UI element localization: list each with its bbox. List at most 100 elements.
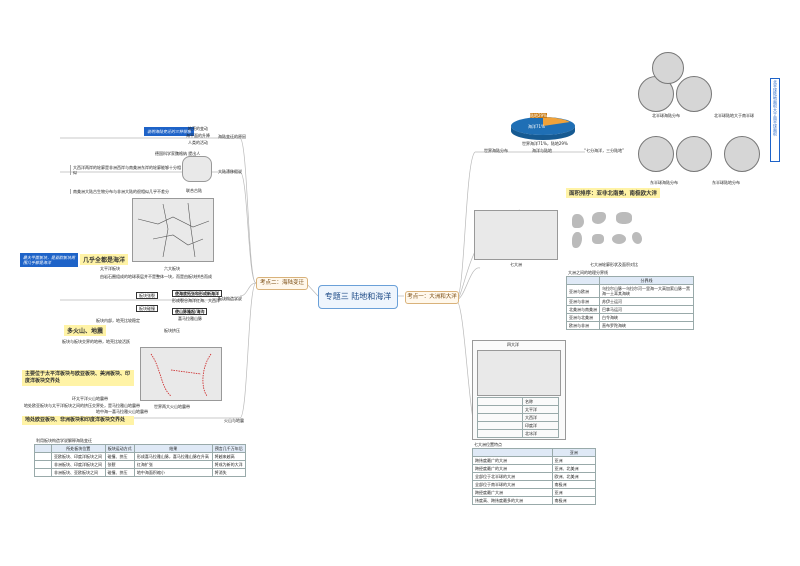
label-causes: 海陆变迁的原因 <box>218 134 246 139</box>
pangaea-map <box>182 156 212 182</box>
boundary-sub: 板块与板块交界的地带，地壳比较活跃 <box>62 339 130 344</box>
position-table: 亚洲 跨纬度最广的大洲亚洲 跨经度最广的大洲亚洲、北美洲 全部位于北半球的大洲欧… <box>472 448 596 505</box>
table-row: 非洲板块、亚欧板块之间 碰撞、挤压 地中海面积缩小 将消失 <box>34 468 247 477</box>
table-cell: 将越来越高 <box>211 452 247 461</box>
table-cell: 非洲板块、亚欧板块之间 <box>51 468 106 477</box>
table-cell: 亚洲与欧洲 <box>566 284 600 298</box>
table-cell: 亚洲与非洲 <box>566 297 600 306</box>
table-cell: 全部位于北半球的大洲 <box>472 472 553 481</box>
globe-west <box>676 136 712 172</box>
volcano-ring-label: 环太平洋火山地震带 <box>72 396 108 401</box>
volcano-box-2: 地处欧亚板块、非洲板块和印度洋板块交界处 <box>22 416 134 425</box>
table-header <box>566 276 600 285</box>
center-topic[interactable]: 专题三 陆地和海洋 <box>318 285 398 309</box>
table-row: 纬度高、跨纬度最多的大洲南极洲 <box>472 496 596 505</box>
table-row: 大西洋 <box>477 413 559 422</box>
world-sea-land-label: 世界海陆分布 <box>484 148 508 153</box>
table-header: 名称 <box>522 397 559 406</box>
drift-note-2: 南美洲大陆古生物分布与非洲大陆的很相似几乎不差分 <box>70 189 181 194</box>
table-cell: 非洲板块、印度洋板块之间 <box>51 460 106 469</box>
plate-table: 所处板块位置 板块运动方式 结果 预言几千万年后 亚欧板块、印度洋板块之间 碰撞… <box>34 444 247 477</box>
continent-table-caption: 大洲之间的地理分界线 <box>568 270 608 275</box>
table-row: 北冰洋 <box>477 429 559 438</box>
ocean-table: 名称 太平洋 大西洋 印度洋 北冰洋 <box>477 397 559 438</box>
table-cell: 南极洲 <box>551 496 596 505</box>
table-row: 亚洲与北美洲 白令海峡 <box>566 313 694 322</box>
label-plate-tectonics: 板块构造学说 <box>218 296 242 301</box>
table-cell: 北美洲与南美洲 <box>566 305 600 314</box>
table-cell: 大西洋 <box>522 413 559 422</box>
table-row: 亚洲与非洲 苏伊士运河 <box>566 297 694 306</box>
globe-caption-3: 东半球陆地分布 <box>712 180 740 185</box>
continent-table: 分界线 亚洲与欧洲 乌拉尔山脉—乌拉尔河—里海—大高加索山脉—黑海—土耳其海峡 … <box>566 276 694 330</box>
table-cell: 北冰洋 <box>522 429 559 438</box>
plate-result-5: 喜马拉雅山脉 <box>178 316 202 321</box>
cause-2: 海平面的升降 <box>186 133 210 138</box>
table-cell: 巴拿马运河 <box>599 305 694 314</box>
evidence-box: 说明海陆变迁的三种现象 <box>144 127 194 136</box>
table-row: 全部位于北半球的大洲欧洲、北美洲 <box>472 472 596 481</box>
pangaea-label: 联合古陆 <box>186 188 202 193</box>
plate-table-header: 预言几千万年后 <box>211 444 247 453</box>
table-cell: 乌拉尔山脉—乌拉尔河—里海—大高加索山脉—黑海—土耳其海峡 <box>599 284 694 298</box>
eurasia-note: 地处欧亚板块与太平洋板块之间的挤压交界处，是马拉雅山地震带 <box>24 403 140 408</box>
table-cell: 碰撞、挤压 <box>104 468 135 477</box>
table-cell: 全部位于南半球的大洲 <box>472 480 553 489</box>
globe-east <box>638 136 674 172</box>
volcano-belt-label: 地中海一喜马拉雅火山地震带 <box>96 409 148 414</box>
plate-result-1: 使海底拓张和形成新海洋 <box>172 290 222 297</box>
plate-move-collide: 板块碰撞 <box>136 305 158 312</box>
label-drift: 大陆漂移假说 <box>218 169 242 174</box>
table-cell: 亚洲与北美洲 <box>566 313 600 322</box>
continent-shape <box>592 234 604 244</box>
ratio-text: “七分海洋，三分陆地” <box>584 148 625 153</box>
hemisphere-n-label: 北半球陆地大于南半球 <box>714 113 754 118</box>
table-cell: 将消失 <box>211 468 247 477</box>
table-cell: 亚洲 <box>551 488 596 497</box>
pacific-note-box: 最大平面板块，是亚欧板块周围几乎都是海洋 <box>20 253 78 267</box>
table-cell: 跨纬度最广的大洲 <box>472 456 553 465</box>
table-row: 跨纬度最广的大洲亚洲 <box>472 456 596 465</box>
volcano-belt-lines <box>150 353 212 397</box>
table-cell: 太平洋 <box>522 405 559 414</box>
label-volcano-quake: 火山与地震 <box>224 418 244 423</box>
table-cell: 亚洲、北美洲 <box>551 464 596 473</box>
table-row: 全部位于南半球的大洲南极洲 <box>472 480 596 489</box>
table-header: 亚洲 <box>551 448 596 457</box>
table-header <box>472 448 553 457</box>
table-cell: 地中海面积缩小 <box>133 468 213 477</box>
table-row: 非洲板块、印度洋板块之间 张裂 红海扩张 将成为新的大洋 <box>34 460 247 469</box>
seven-continents-label: 七大洲 <box>510 262 522 267</box>
six-plates-label: 六大板块 <box>164 266 180 271</box>
four-oceans-panel: 四大洋 名称 太平洋 大西洋 印度洋 北冰洋 <box>472 340 566 440</box>
continent-shape <box>632 232 642 244</box>
plate-move-split: 板块张裂 <box>136 292 158 299</box>
ratio-label: 海洋与陆地 <box>532 148 552 153</box>
table-cell: 南极洲 <box>551 480 596 489</box>
pie-ocean-label: 海洋71% <box>528 124 545 129</box>
drift-note-1: 大西洋两岸的轮廓是非洲西岸与南美洲东岸的轮廓能够十分相似 <box>70 165 181 175</box>
continent-shape <box>572 232 582 248</box>
table-row: 亚欧板块、印度洋板块之间 碰撞、挤压 形成喜马拉雅山脉，喜马拉雅山脉在升高 将越… <box>34 452 247 461</box>
table-header: 分界线 <box>599 276 694 285</box>
sea-land-pie <box>511 117 575 140</box>
boundary-highlight: 多火山、地震 <box>64 325 107 336</box>
globe-south <box>676 76 712 112</box>
table-cell: 纬度高、跨纬度最多的大洲 <box>472 496 553 505</box>
plate-result-2: 形成裂谷海洋 <box>172 298 196 303</box>
branch-continents-oceans[interactable]: 考点一：大洲和大洋 <box>405 291 459 304</box>
continent-shape <box>616 212 632 224</box>
area-order-highlight: 面积排序：亚非北南美，南极欧大洋 <box>566 188 661 198</box>
plate-interior: 板块内部，地壳比较稳定 <box>96 318 140 323</box>
seven-continents-map <box>474 210 558 260</box>
globe-hemisphere <box>652 52 684 84</box>
table-row: 太平洋 <box>477 405 559 414</box>
world-belts-label: 世界两大火山地震带 <box>154 404 190 409</box>
continent-shape <box>572 214 584 228</box>
table-row: 跨经度最广大洲亚洲 <box>472 488 596 497</box>
branch-sea-land-change[interactable]: 考点二：海陆变迁 <box>256 277 308 290</box>
table-cell: 直布罗陀海峡 <box>599 321 694 330</box>
table-cell: 跨经度最广大洲 <box>472 488 553 497</box>
table-cell: 形成喜马拉雅山脉，喜马拉雅山脉在升高 <box>133 452 213 461</box>
table-row: 北美洲与南美洲 巴拿马运河 <box>566 305 694 314</box>
